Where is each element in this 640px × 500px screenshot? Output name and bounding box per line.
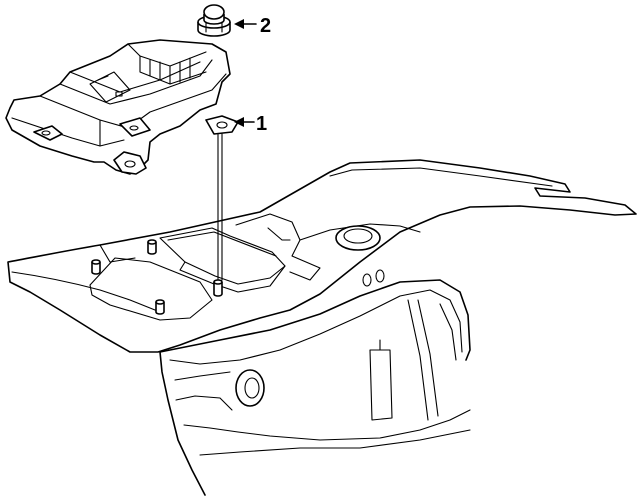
nut <box>197 4 231 37</box>
leader-lines <box>217 19 257 281</box>
callout-1-label: 1 <box>256 113 267 135</box>
wheelhouse-panel <box>159 279 471 496</box>
control-module <box>5 39 239 175</box>
stud-left-front <box>91 259 101 275</box>
floor-panel <box>7 159 637 353</box>
stud-center <box>155 299 165 315</box>
stud-module-mount <box>213 279 223 297</box>
callout-2-label: 2 <box>260 15 271 37</box>
stud-left-rear <box>147 239 157 255</box>
